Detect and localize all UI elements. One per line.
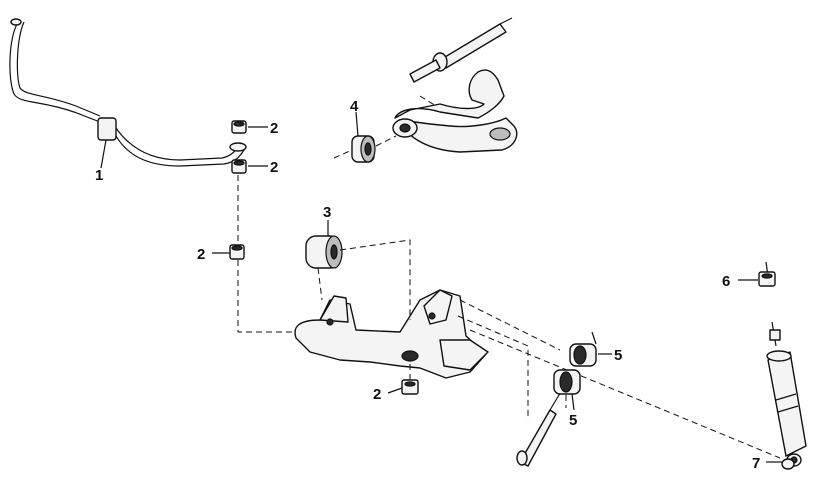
- mount-lower: [553, 369, 581, 395]
- callout-2-lower-left: 2: [197, 246, 205, 263]
- callout-5-upper: 5: [614, 347, 622, 364]
- callout-4: 4: [350, 98, 359, 115]
- callout-2-upper-2: 2: [270, 159, 278, 176]
- stabilizer-bar: [9, 18, 247, 167]
- callout-1: 1: [95, 167, 103, 184]
- nut-shock-top: [758, 271, 776, 287]
- nut-shock-bottom: [781, 458, 795, 470]
- nut-bottom: [401, 379, 419, 395]
- callout-2-bottom: 2: [373, 386, 381, 403]
- upper-control-arm: [392, 17, 518, 153]
- shock-absorber: [765, 261, 807, 467]
- nut-upper-1: [231, 120, 247, 134]
- bushing-upper: [351, 135, 376, 163]
- mount-upper: [569, 331, 597, 367]
- callout-5-lower: 5: [569, 412, 577, 429]
- nut-lower-left: [229, 244, 245, 260]
- callout-leaders: [100, 111, 782, 463]
- callout-6: 6: [722, 273, 730, 290]
- nut-upper-2: [231, 159, 247, 174]
- lower-link: [516, 389, 563, 467]
- crossmember: [294, 289, 489, 379]
- callout-2-upper-1: 2: [270, 120, 278, 137]
- callout-7: 7: [752, 455, 760, 472]
- callout-3: 3: [323, 204, 331, 221]
- bushing-lower: [305, 235, 343, 269]
